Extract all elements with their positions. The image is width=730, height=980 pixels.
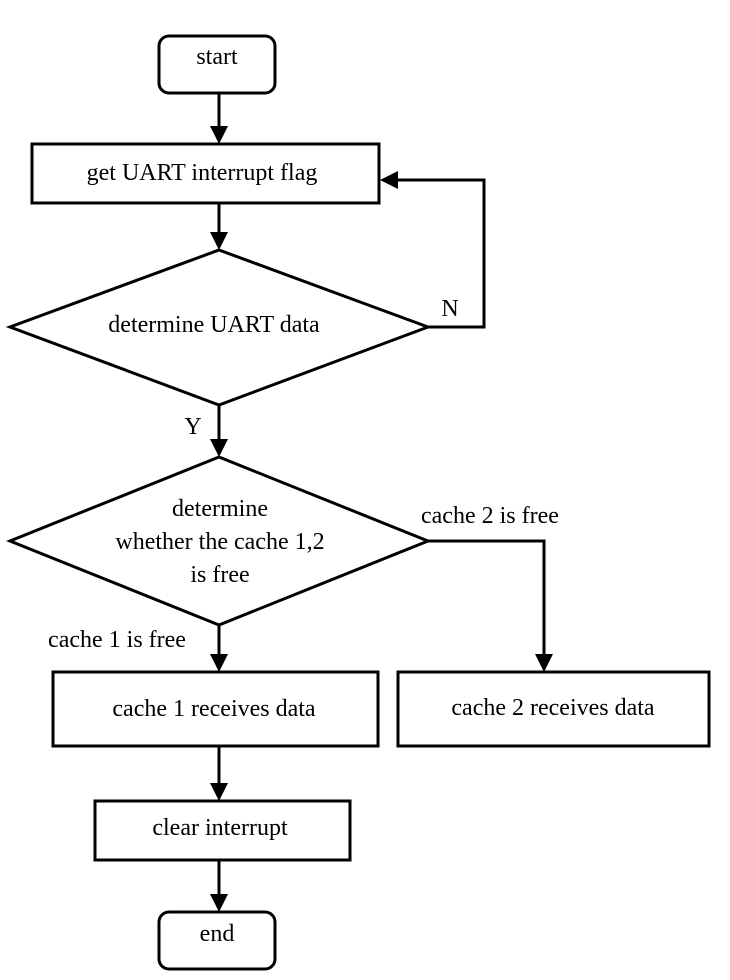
cache2-receives-box: cache 2 receives data bbox=[396, 670, 711, 748]
clear-interrupt-box: clear interrupt bbox=[93, 799, 352, 862]
arrow-clear-to-end bbox=[210, 860, 228, 912]
start-label: start bbox=[196, 44, 238, 70]
cache-free-label-line-3: is free bbox=[190, 562, 249, 588]
arrow-no-loop-back bbox=[380, 171, 486, 329]
end-node: end bbox=[157, 910, 277, 971]
arrow-to-cache2 bbox=[428, 539, 553, 672]
determine-uart-data-decision: determine UART data bbox=[5, 248, 433, 407]
get-interrupt-flag-label: get UART interrupt flag bbox=[87, 160, 318, 186]
arrow-get-flag-to-determine-data bbox=[210, 203, 228, 250]
arrow-start-to-get-flag bbox=[210, 93, 228, 144]
cache1-receives-box: cache 1 receives data bbox=[51, 670, 380, 748]
get-interrupt-flag-box: get UART interrupt flag bbox=[30, 142, 381, 205]
arrow-yes-to-cache-decision bbox=[210, 405, 228, 457]
edge-label-no: N bbox=[441, 296, 458, 322]
end-label: end bbox=[200, 921, 235, 947]
edge-label-cache2-free: cache 2 is free bbox=[421, 503, 559, 529]
cache1-receives-label: cache 1 receives data bbox=[112, 696, 316, 722]
cache-free-decision: determine whether the cache 1,2 is free bbox=[5, 455, 433, 627]
start-node: start bbox=[157, 34, 277, 95]
arrow-cache1-to-clear bbox=[210, 746, 228, 801]
arrow-to-cache1 bbox=[210, 625, 228, 672]
cache2-receives-label: cache 2 receives data bbox=[451, 695, 655, 721]
clear-interrupt-label: clear interrupt bbox=[152, 815, 288, 841]
edge-label-cache1-free: cache 1 is free bbox=[48, 627, 186, 653]
cache-free-label-line-1: determine bbox=[172, 496, 268, 522]
cache-free-label-line-2: whether the cache 1,2 bbox=[115, 529, 324, 555]
edge-label-yes: Y bbox=[184, 414, 201, 440]
determine-uart-data-label: determine UART data bbox=[108, 312, 320, 338]
